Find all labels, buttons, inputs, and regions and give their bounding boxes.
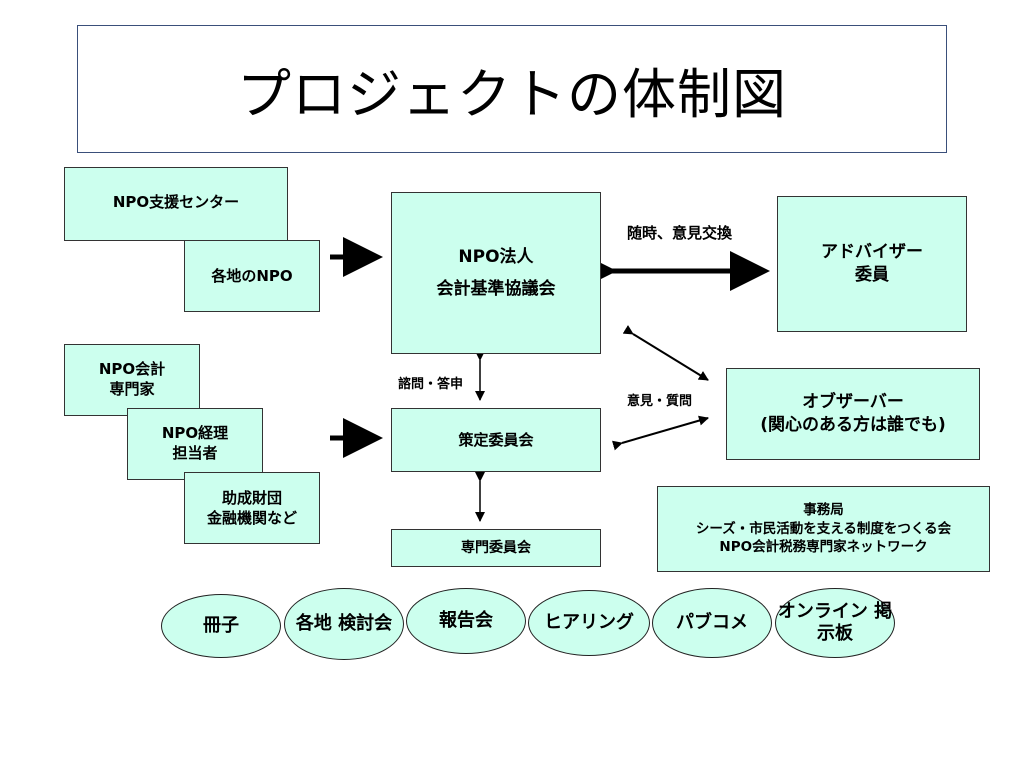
arrow-committee-observer xyxy=(611,415,709,451)
secretariat-line3: NPO会計税務専門家ネットワーク xyxy=(719,539,928,556)
foundation-finance-line2: 金融機関など xyxy=(206,509,297,527)
drafting-committee-label: 策定委員会 xyxy=(458,430,534,449)
question-label: 意見・質問 xyxy=(627,394,693,409)
advisor-box: アドバイザー 委員 xyxy=(777,196,967,332)
npo-accounting-expert-box: NPO会計 専門家 xyxy=(64,344,200,416)
activity-report-meeting: 報告会 xyxy=(406,588,526,654)
secretariat-line2: シーズ・市民活動を支える制度をつくる会 xyxy=(695,520,952,537)
main-council-line1: NPO法人 xyxy=(458,246,534,267)
arrow-main-observer xyxy=(622,325,709,381)
foundation-finance-box: 助成財団 金融機関など xyxy=(184,472,320,544)
activity-public-comment-label: パブコメ xyxy=(676,611,748,633)
activity-public-comment: パブコメ xyxy=(652,588,772,658)
activity-report-meeting-label: 報告会 xyxy=(439,609,493,631)
npo-accounting-expert-line1: NPO会計 xyxy=(98,360,166,378)
main-council-box: NPO法人 会計基準協議会 xyxy=(391,192,601,354)
local-npo-box: 各地のNPO xyxy=(184,240,320,312)
page-title: プロジェクトの体制図 xyxy=(77,25,947,153)
activity-hearing: ヒアリング xyxy=(528,590,650,656)
advisor-line2: 委員 xyxy=(855,265,889,285)
observer-line1: オブザーバー xyxy=(802,392,904,413)
secretariat-box: 事務局 シーズ・市民活動を支える制度をつくる会 NPO会計税務専門家ネットワーク xyxy=(657,486,990,572)
activity-local-meeting: 各地 検討会 xyxy=(284,588,404,660)
observer-line2: (関心のある方は誰でも) xyxy=(760,415,946,435)
npo-support-center-box: NPO支援センター xyxy=(64,167,288,241)
expert-committee-box: 専門委員会 xyxy=(391,529,601,567)
exchange-label: 随時、意見交換 xyxy=(627,224,733,242)
npo-accountant-line2: 担当者 xyxy=(172,444,218,463)
npo-accountant-line1: NPO経理 xyxy=(161,424,229,442)
npo-accounting-expert-line2: 専門家 xyxy=(109,380,155,399)
consult-label: 諮問・答申 xyxy=(398,377,464,392)
secretariat-line1: 事務局 xyxy=(803,501,844,518)
activity-online-board: オンライン 掲示板 xyxy=(775,588,895,658)
main-council-line2: 会計基準協議会 xyxy=(436,279,556,299)
advisor-line1: アドバイザー xyxy=(821,242,923,263)
local-npo-label: 各地のNPO xyxy=(211,266,293,285)
activity-hearing-label: ヒアリング xyxy=(544,611,634,633)
activity-online-board-line1: オンライン xyxy=(777,600,868,622)
activity-local-meeting-line2: 検討会 xyxy=(338,612,393,634)
foundation-finance-line1: 助成財団 xyxy=(221,488,282,507)
activity-booklet: 冊子 xyxy=(161,594,281,658)
npo-support-center-label: NPO支援センター xyxy=(112,192,240,211)
activity-booklet-label: 冊子 xyxy=(203,614,239,636)
activity-online-board-line2: 掲示板 xyxy=(817,600,893,645)
expert-committee-label: 専門委員会 xyxy=(461,539,531,556)
observer-box: オブザーバー (関心のある方は誰でも) xyxy=(726,368,980,460)
npo-accountant-box: NPO経理 担当者 xyxy=(127,408,263,480)
drafting-committee-box: 策定委員会 xyxy=(391,408,601,472)
activity-local-meeting-line1: 各地 xyxy=(295,612,332,634)
